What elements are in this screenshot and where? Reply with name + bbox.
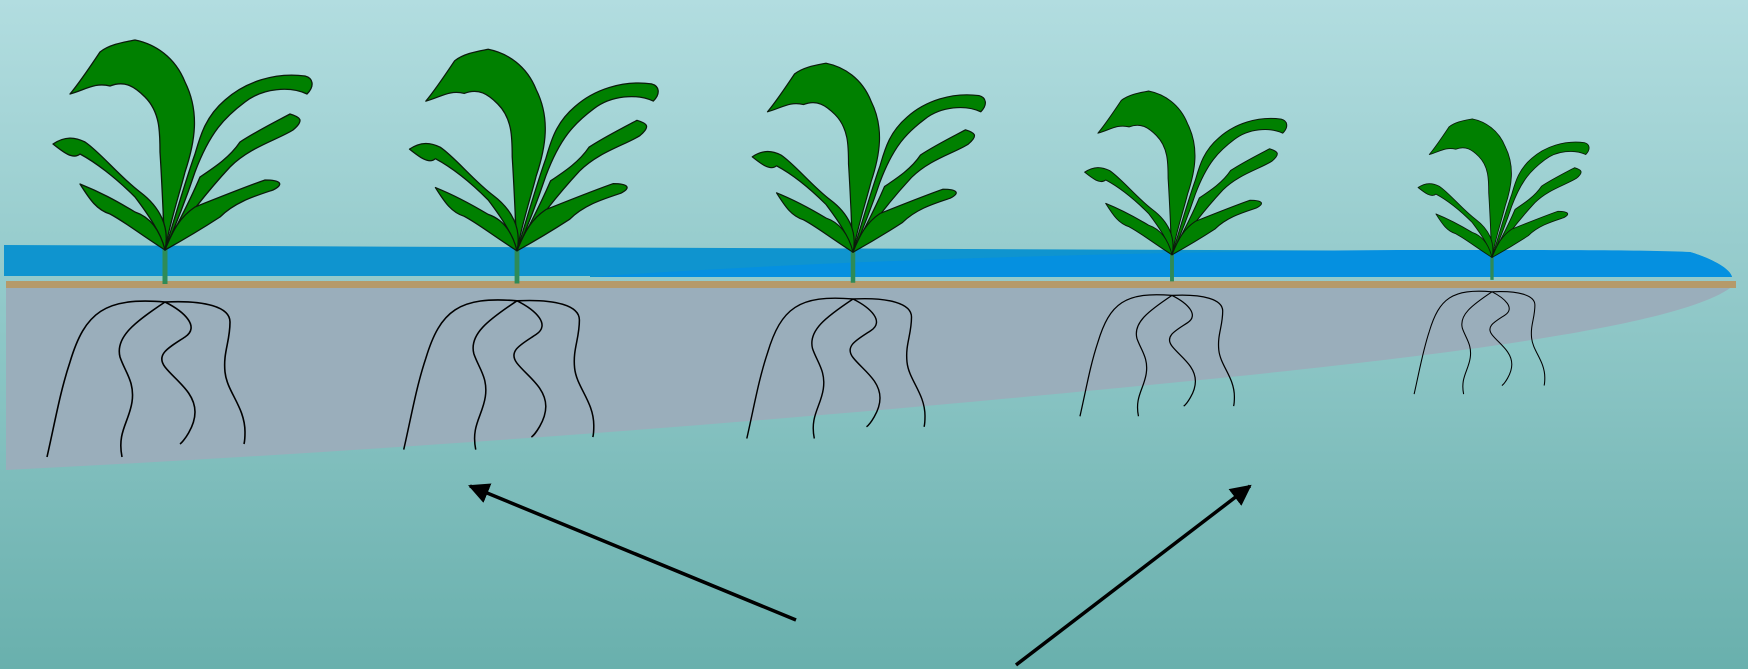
soil-surface bbox=[6, 281, 1736, 288]
